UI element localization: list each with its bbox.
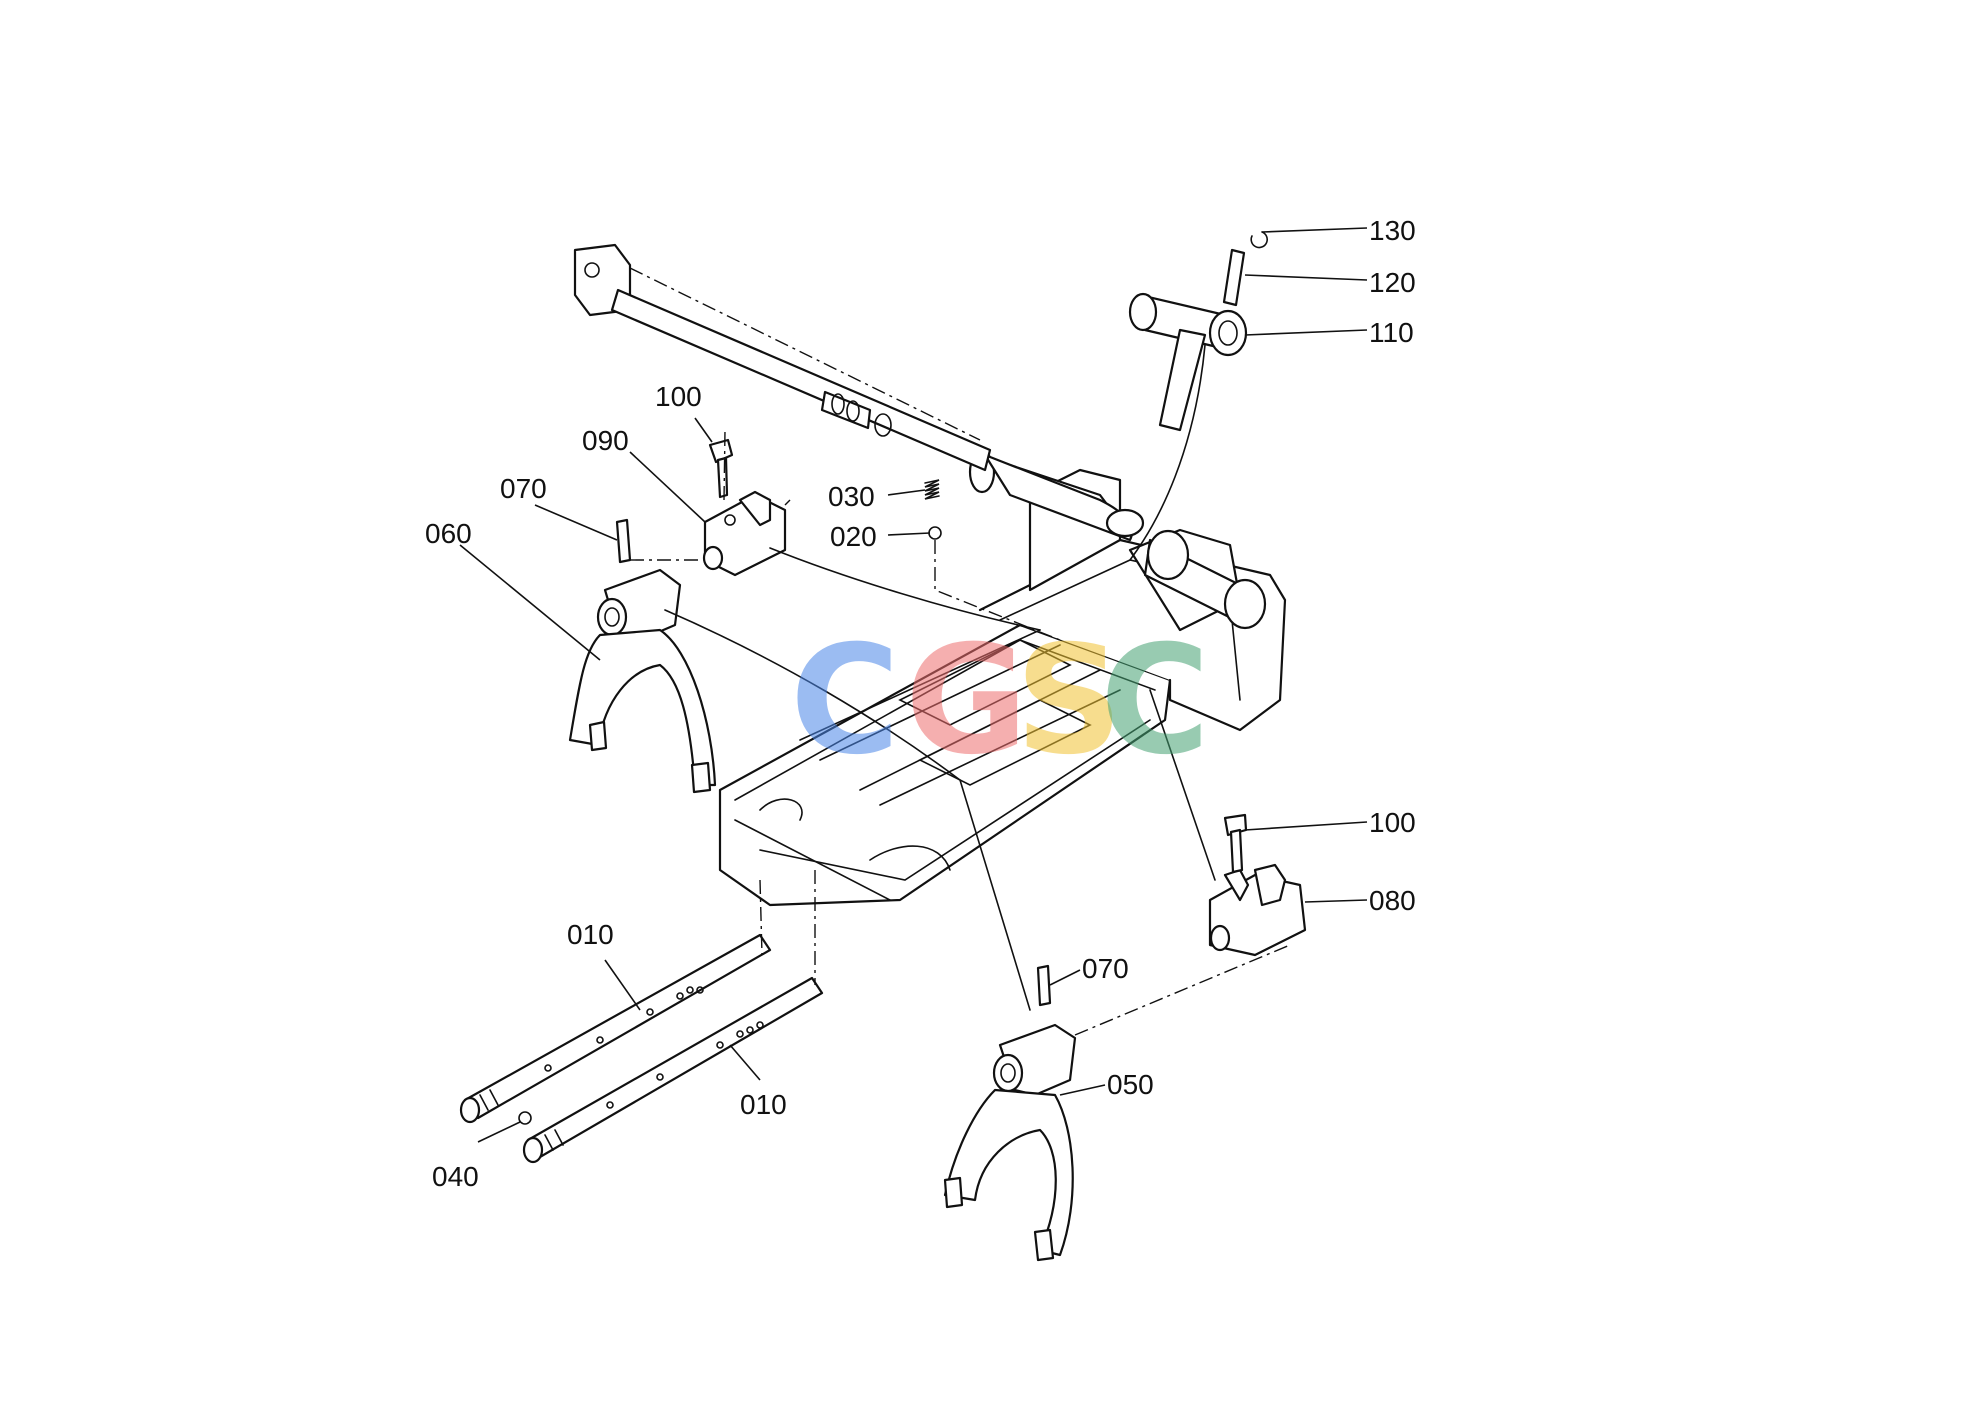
callout-080: 080 <box>1369 885 1416 916</box>
watermark-logo: C G S C <box>790 614 1210 788</box>
callout-010-left: 010 <box>567 919 614 950</box>
callout-050: 050 <box>1107 1069 1154 1100</box>
snap-ring-130 <box>1250 231 1268 249</box>
pin-070-top <box>615 518 632 564</box>
shift-fork-050 <box>943 1023 1077 1262</box>
callout-130: 130 <box>1369 215 1416 246</box>
bolt-100-right <box>1223 813 1248 874</box>
callout-040: 040 <box>432 1161 479 1192</box>
shift-shaft-010-right <box>522 976 824 1164</box>
shift-rod-assembly <box>573 243 992 472</box>
callout-070-bottom: 070 <box>1082 953 1129 984</box>
fork-block-080 <box>1208 863 1307 957</box>
callout-070-top: 070 <box>500 473 547 504</box>
shift-shaft-010-left <box>459 933 772 1124</box>
callout-100-top: 100 <box>655 381 702 412</box>
callout-060: 060 <box>425 518 472 549</box>
watermark-letter-1: C <box>790 614 900 788</box>
callout-020: 020 <box>830 521 877 552</box>
spring-030 <box>924 479 940 500</box>
fork-block-090 <box>702 490 787 577</box>
callout-labels: 130 120 110 100 090 070 060 030 020 100 … <box>425 215 1416 1192</box>
bolt-100-top <box>708 438 734 499</box>
assembly-lines <box>629 267 1291 1036</box>
callout-010-right: 010 <box>740 1089 787 1120</box>
callout-110: 110 <box>1369 317 1414 348</box>
spring-pin-120 <box>1222 248 1246 307</box>
watermark-letter-2: G <box>905 614 1028 788</box>
gear-case-housing <box>718 450 1287 907</box>
watermark-letter-3: S <box>1015 614 1123 788</box>
pin-070-bottom <box>1036 964 1052 1007</box>
leader-lines <box>459 227 1368 1143</box>
callout-030: 030 <box>828 481 875 512</box>
callout-090: 090 <box>582 425 629 456</box>
callout-100-right: 100 <box>1369 807 1416 838</box>
callout-120: 120 <box>1369 267 1416 298</box>
ball-040 <box>518 1111 532 1125</box>
ball-020 <box>928 526 942 540</box>
shift-fork-060 <box>568 568 717 794</box>
lever-arm-110 <box>1128 292 1248 561</box>
watermark-letter-4: C <box>1100 614 1210 788</box>
